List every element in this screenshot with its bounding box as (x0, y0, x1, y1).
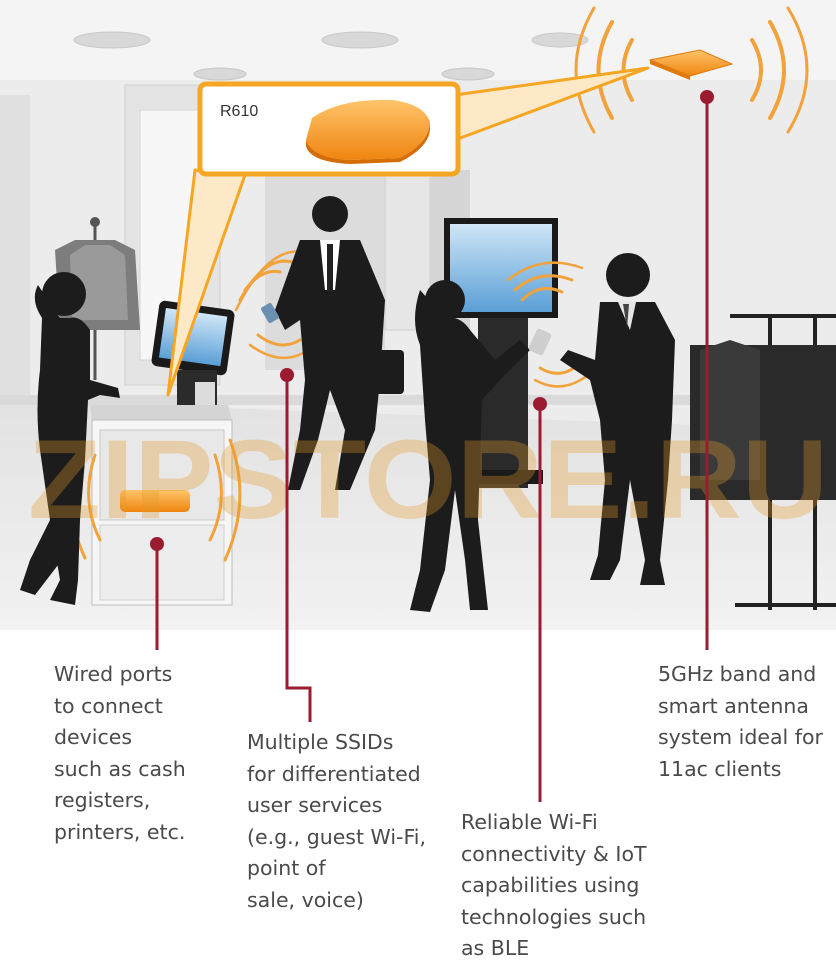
wired-ports-line: registers, (54, 788, 151, 812)
pos-counter (90, 405, 233, 606)
5ghz-band-line: smart antenna (658, 693, 809, 718)
multiple-ssids-label: Multiple SSIDs for differentiated user s… (247, 727, 426, 916)
reliable-wifi-line: Reliable Wi-Fi (461, 810, 598, 834)
reliable-wifi-line: capabilities using (461, 873, 640, 897)
r610-callout: R610 (166, 66, 650, 397)
watermark-text: ZIPSTORE.RU (28, 417, 828, 542)
multiple-ssids-line: point of (247, 856, 326, 880)
multiple-ssids-line: Multiple SSIDs (247, 730, 394, 754)
reliable-wifi-line: connectivity & IoT (461, 841, 647, 866)
people-silhouettes (20, 196, 675, 612)
5ghz-band-line: system ideal for (658, 725, 823, 749)
ceiling-access-point (648, 49, 734, 80)
reliable-wifi-line: as BLE (461, 936, 530, 960)
reliable-wifi-label: Reliable Wi-Fi connectivity & IoT capabi… (461, 807, 647, 965)
clothing-rack-right (690, 314, 836, 610)
wired-ports-line: such as cash (54, 756, 186, 781)
5ghz-band-label: 5GHz band and smart antenna system ideal… (658, 659, 823, 785)
5ghz-band-line: 11ac clients (658, 756, 782, 781)
multiple-ssids-line: for differentiated (247, 761, 421, 786)
r610-device-icon (306, 99, 430, 160)
reliable-wifi-line: technologies such (461, 904, 647, 929)
wired-ports-line: Wired ports (54, 662, 173, 686)
5ghz-band-line: 5GHz band and (658, 662, 817, 686)
callout-model-label: R610 (220, 103, 258, 120)
wired-ports-line: devices (54, 725, 133, 749)
clothing-details (320, 240, 636, 330)
wired-ports-line: printers, etc. (54, 819, 186, 844)
multiple-ssids-line: (e.g., guest Wi-Fi, (247, 824, 426, 849)
multiple-ssids-line: user services (247, 793, 383, 817)
multiple-ssids-line: sale, voice) (247, 887, 364, 912)
mobile-devices (261, 302, 552, 356)
retail-store-illustration: R610 ZIPSTORE.RU (0, 0, 836, 630)
wired-ports-line: to connect (54, 693, 163, 718)
wired-ports-label: Wired ports to connect devices such as c… (54, 659, 186, 848)
